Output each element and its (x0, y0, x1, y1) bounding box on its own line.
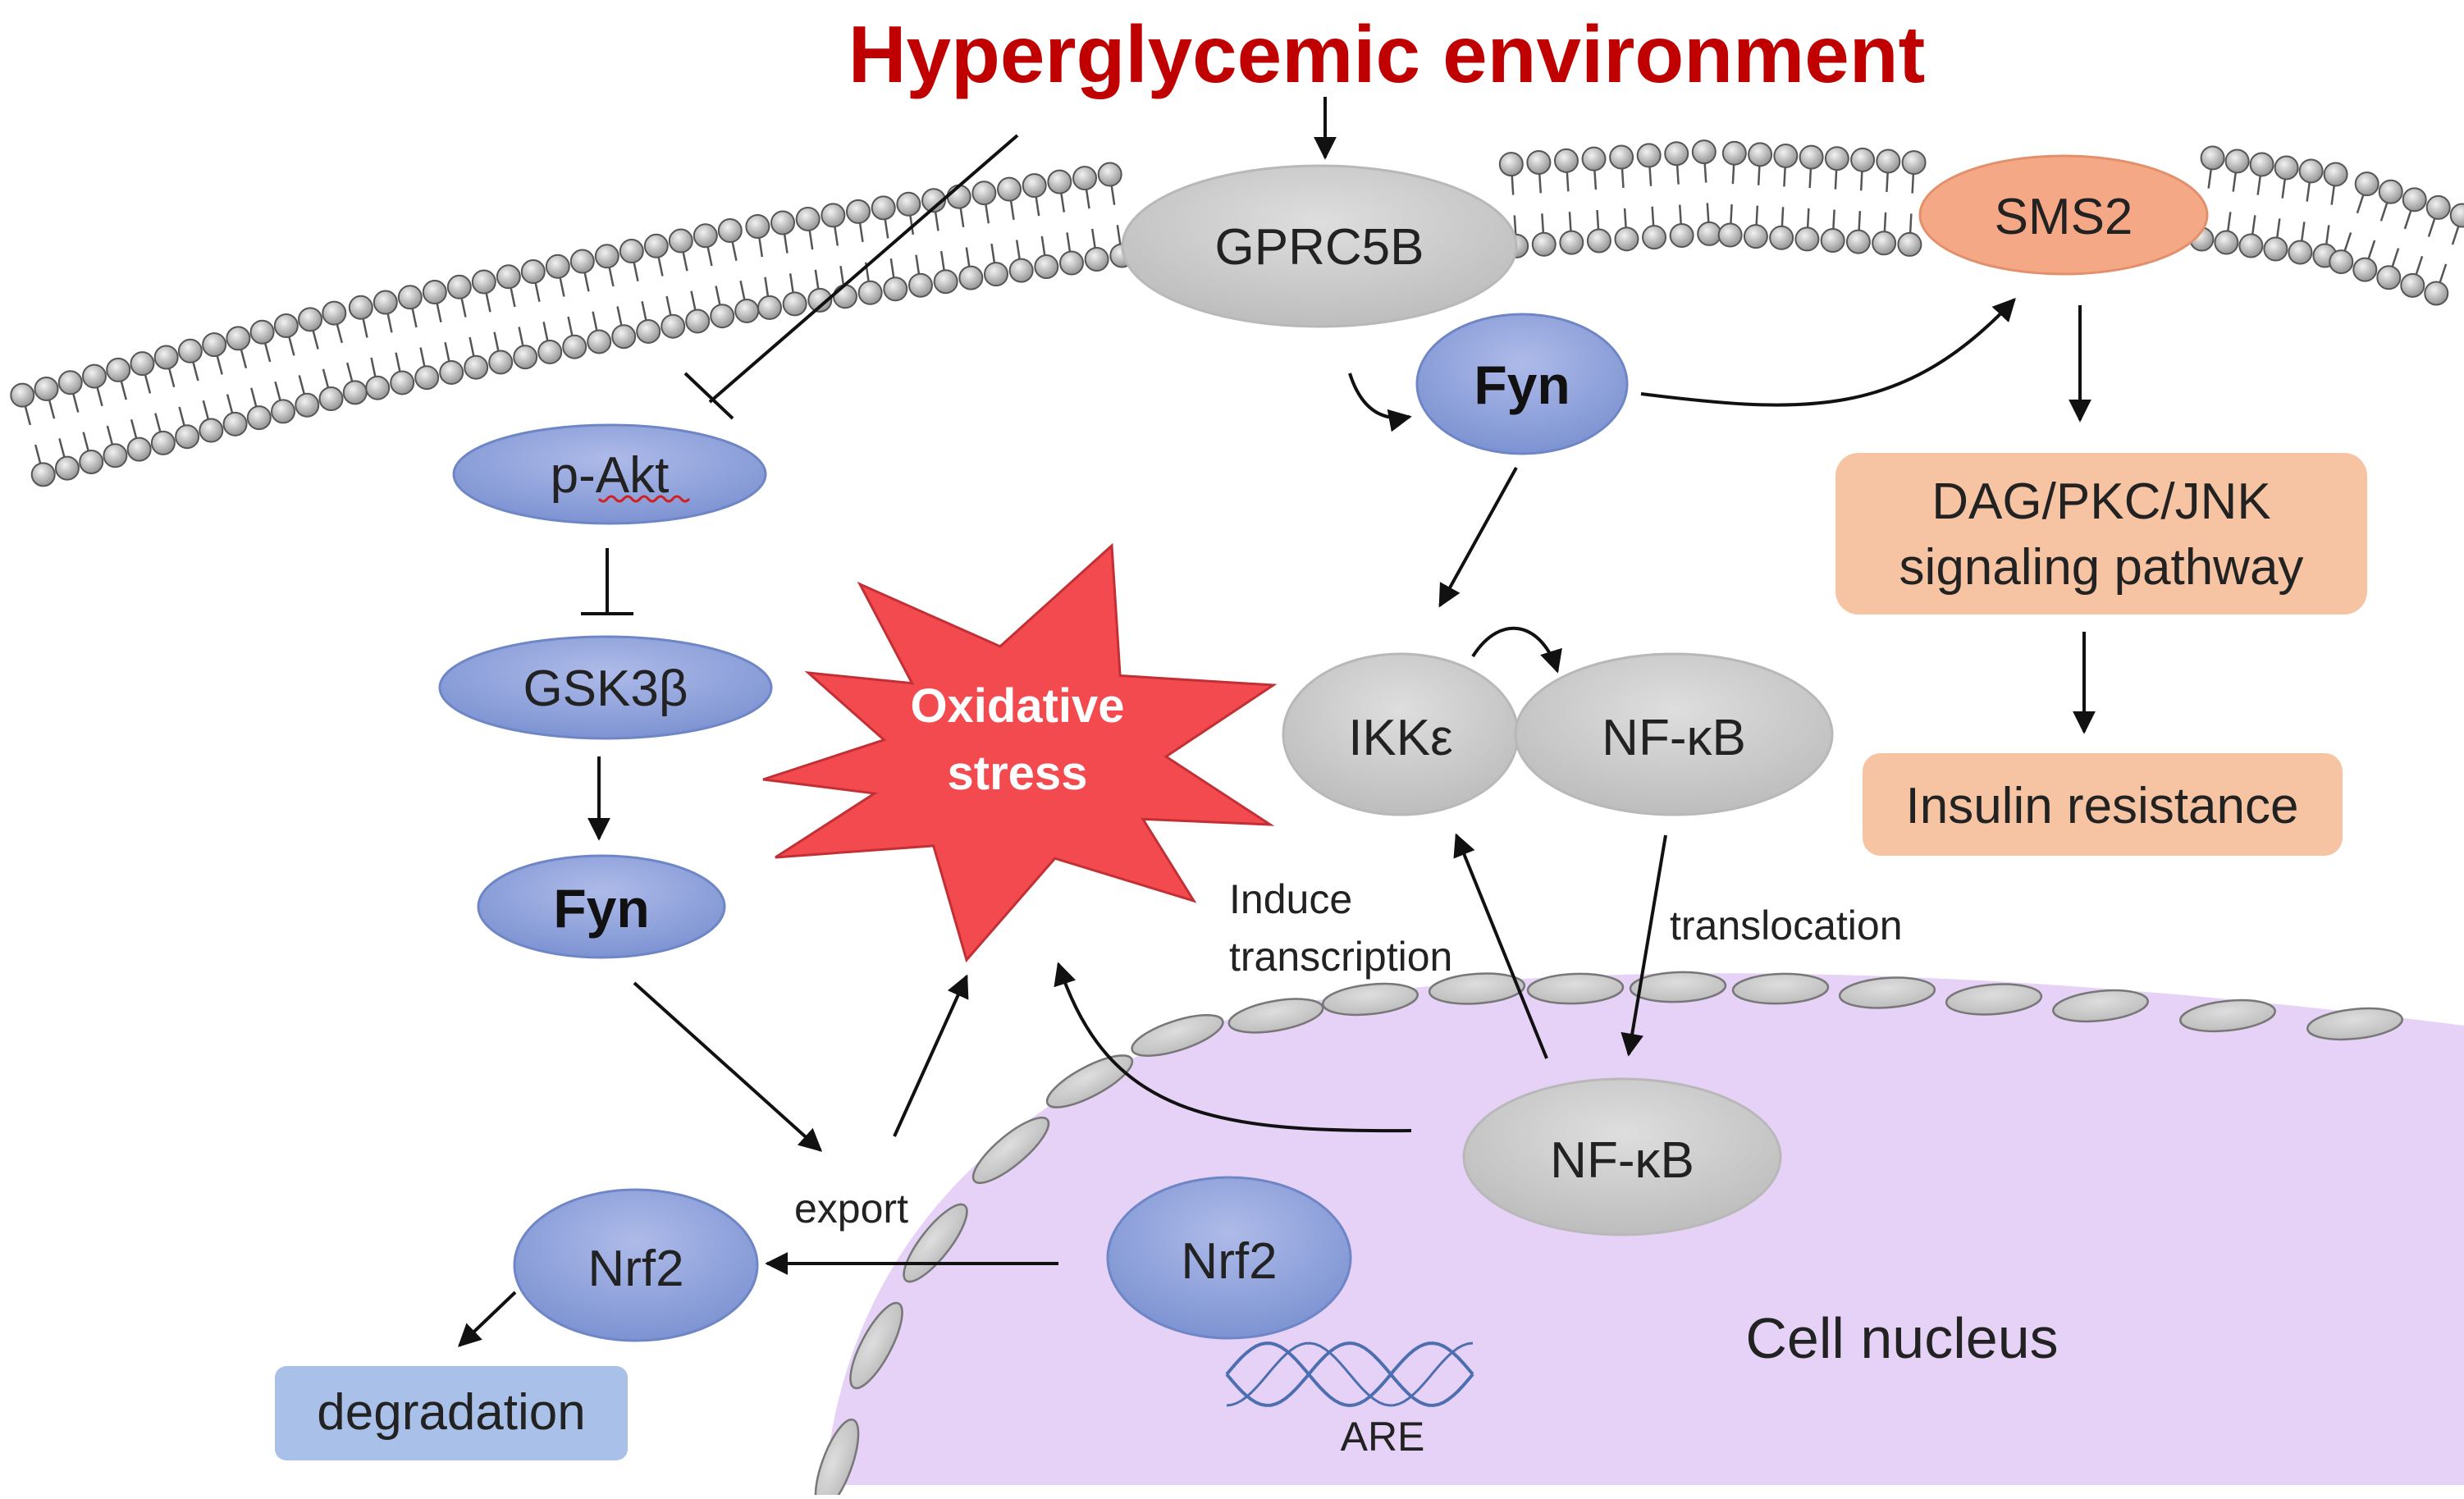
induce-label-line1: Induce (1229, 876, 1352, 922)
inhibit-bar-pakt (683, 372, 734, 420)
nrf2-cyto-node: Nrf2 (513, 1188, 759, 1342)
pakt-node: p-Akt (452, 423, 767, 525)
fyn-top-label: Fyn (1474, 354, 1570, 415)
pakt-label: p-Akt (551, 447, 670, 504)
nfkb-nucleus-node: NF-κB (1462, 1077, 1782, 1236)
arrow-nrf2-to-degradation (457, 1291, 517, 1347)
gsk3b-node: GSK3β (438, 635, 773, 740)
dag-label-line2: signaling pathway (1899, 539, 2304, 596)
arrow-fyn-to-ikke (1438, 467, 1518, 608)
page-title: Hyperglycemic environment (848, 9, 1926, 99)
spellcheck-underline (597, 495, 691, 503)
fyn-left-label: Fyn (553, 878, 649, 939)
fyn-left-node: Fyn (477, 854, 726, 959)
translocation-label: translocation (1670, 903, 1903, 948)
sms2-label: SMS2 (1995, 189, 2133, 245)
gsk3b-label: GSK3β (523, 660, 688, 717)
dna-helix-are: ARE (1225, 1341, 1474, 1460)
insulin-resistance-label: Insulin resistance (1905, 778, 2298, 834)
arrow-nfkb-induce-transcription (1054, 962, 1412, 1133)
arrow-gprc5b-to-fyn (1348, 372, 1412, 432)
dag-label-line1: DAG/PKC/JNK (1931, 473, 2270, 530)
arrow-fyn-to-sms2 (1640, 297, 2016, 407)
gprc5b-node: GPRC5B (1121, 164, 1518, 328)
dag-pkc-jnk-box: DAG/PKC/JNK signaling pathway (1835, 453, 2367, 615)
arrow-ikke-activates-nfkb (1471, 626, 1562, 674)
fyn-top-node: Fyn (1415, 313, 1629, 455)
ikke-node: IKKε (1282, 652, 1520, 816)
sms2-node: SMS2 (1918, 154, 2209, 276)
nfkb-nucleus-label: NF-κB (1550, 1132, 1694, 1189)
nfkb-cyto-label: NF-κB (1602, 710, 1746, 766)
gprc5b-label: GPRC5B (1215, 219, 1424, 276)
nfkb-cyto-node: NF-κB (1514, 652, 1834, 816)
nrf2-cyto-label: Nrf2 (587, 1241, 683, 1297)
nrf2-nucleus-node: Nrf2 (1106, 1176, 1352, 1340)
arrow-nfkb-to-ikke (1453, 833, 1548, 1059)
nuclear-envelope-pores (814, 971, 2403, 1499)
insulin-resistance-box: Insulin resistance (1863, 753, 2343, 856)
inhibit-title-to-pakt (708, 134, 1019, 404)
oxidative-label-line2: stress (948, 747, 1088, 800)
nrf2-nucleus-label: Nrf2 (1181, 1233, 1277, 1290)
export-label: export (794, 1186, 908, 1232)
arrow-nfkb-translocation (1621, 834, 1667, 1057)
arrow-fyn-to-export (633, 981, 823, 1152)
are-label: ARE (1341, 1414, 1425, 1460)
oxidative-stress-star: Oxidative stress (762, 542, 1278, 963)
degradation-box: degradation (275, 1366, 628, 1460)
induce-label-line2: transcription (1229, 934, 1452, 980)
oxidative-label-line1: Oxidative (910, 679, 1124, 733)
ikke-label: IKKε (1348, 710, 1453, 766)
arrow-export-to-oxidative (893, 974, 969, 1137)
cell-nucleus-label: Cell nucleus (1745, 1306, 2058, 1370)
degradation-label: degradation (317, 1384, 586, 1441)
